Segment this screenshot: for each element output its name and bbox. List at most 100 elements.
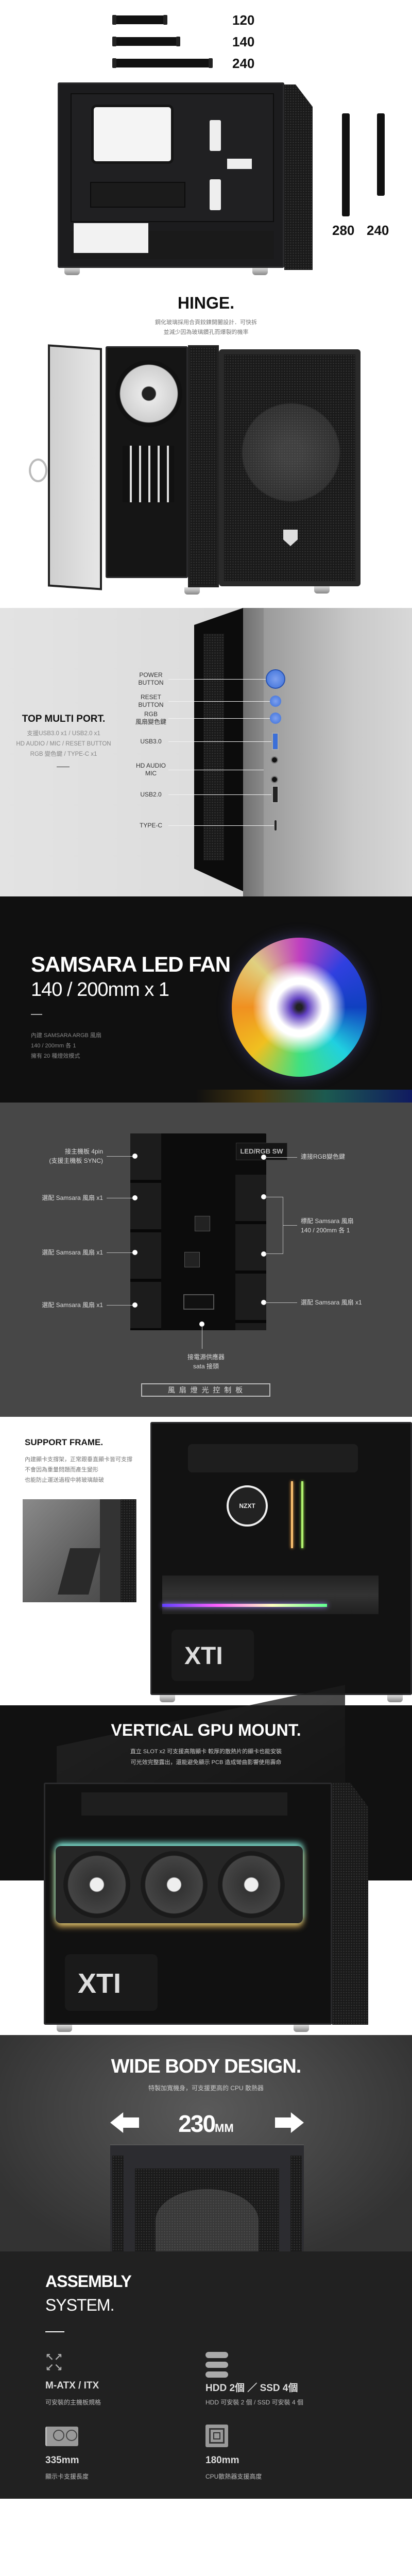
leader-line bbox=[168, 825, 274, 826]
controller-label-optional-fan: 選配 Samsara 風扇 x1 bbox=[42, 1301, 103, 1309]
callout-dot bbox=[132, 1154, 138, 1159]
top-port-title: TOP MULTI PORT. bbox=[22, 714, 106, 724]
spec-label: M-ATX / ITX bbox=[45, 2380, 99, 2391]
front-fan bbox=[234, 396, 348, 509]
brand-shield-logo bbox=[283, 530, 298, 546]
hinge-section: HINGE. 鋼化玻璃採用合頁鉸鍊開闔設計．可快拆 並減少因為玻璃鑽孔而爆裂的機… bbox=[0, 289, 412, 608]
callout-dot bbox=[199, 1321, 204, 1327]
usb2-port bbox=[272, 786, 279, 803]
audio-jack bbox=[271, 756, 278, 764]
callout-dot bbox=[132, 1302, 138, 1308]
vertical-graphics-card bbox=[56, 1846, 303, 1923]
case-foot bbox=[57, 2025, 72, 2032]
reset-button[interactable] bbox=[270, 696, 281, 707]
case-build-image: NZXT XTI bbox=[150, 1422, 412, 1695]
case-front-mesh bbox=[284, 84, 313, 270]
assembly-subtitle: SYSTEM. bbox=[45, 2296, 114, 2314]
callout-dot bbox=[261, 1155, 266, 1160]
aio-pump: NZXT bbox=[227, 1485, 268, 1527]
ram-light bbox=[301, 1481, 303, 1548]
case-foot bbox=[294, 2025, 309, 2032]
hinge-desc-line: 並減少因為玻璃鑽孔而爆裂的機率 bbox=[163, 329, 249, 335]
spec-desc: HDD 可安裝 2 個 / SSD 可安裝 4 個 bbox=[205, 2399, 304, 2406]
leader-line bbox=[283, 1225, 297, 1226]
hinge-title: HINGE. bbox=[177, 294, 235, 312]
controller-label-mb-4pin: 接主機板 4pin(支援主機板 SYNC) bbox=[49, 1148, 103, 1164]
case-top-panel bbox=[264, 608, 412, 896]
callout-dot bbox=[261, 1194, 266, 1199]
top-port-desc-line: HD AUDIO / MIC / RESET BUTTON bbox=[16, 741, 111, 747]
mic-jack bbox=[271, 776, 278, 783]
top-port-desc-line: RGB 變色鍵 / TYPE-C x1 bbox=[30, 751, 97, 757]
glass-door-image bbox=[48, 344, 102, 590]
leader-line bbox=[168, 701, 270, 702]
port-label-usb3: USB3.0 bbox=[140, 738, 162, 745]
radiator-size-label: 120 bbox=[232, 12, 255, 28]
top-port-desc-line: 支援USB3.0 x1 / USB2.0 x1 bbox=[27, 731, 100, 737]
graphics-card-icon bbox=[45, 2427, 78, 2446]
led-fan-section: SAMSARA LED FAN 140 / 200mm x 1 內建 SAMSA… bbox=[0, 896, 412, 1103]
controller-label-rgb-switch: 連接RGB變色鍵 bbox=[301, 1153, 346, 1160]
spec-label: 180mm bbox=[205, 2455, 239, 2466]
graphics-card bbox=[162, 1575, 379, 1614]
rear-fan bbox=[115, 360, 182, 427]
leader-line bbox=[265, 1302, 297, 1303]
case-front-mesh bbox=[332, 1783, 368, 2025]
radiator bbox=[188, 1444, 358, 1472]
power-button[interactable] bbox=[266, 669, 285, 689]
spec-desc: 可安裝的主機板規格 bbox=[45, 2399, 101, 2406]
spec-desc: CPU散熱器支援高度 bbox=[205, 2473, 262, 2480]
radiator-size-label: 280 bbox=[332, 223, 355, 238]
case-foot bbox=[184, 587, 200, 595]
callout-dot bbox=[132, 1250, 138, 1255]
support-frame-section: SUPPORT FRAME. 內建顯卡支撐架，正常跟垂直顯卡皆可支撐不會因為重量… bbox=[0, 1417, 412, 1705]
radiator-140-bar bbox=[112, 37, 180, 46]
divider bbox=[31, 1014, 42, 1015]
spec-desc: 顯示卡支援長度 bbox=[45, 2473, 89, 2480]
radiator-240-bar bbox=[112, 58, 213, 68]
support-frame-title: SUPPORT FRAME. bbox=[25, 1437, 104, 1447]
ram-light bbox=[291, 1481, 293, 1548]
case-side-open-image bbox=[58, 82, 284, 268]
case-foot bbox=[314, 586, 330, 594]
psu-logo: XTI bbox=[171, 1630, 254, 1681]
radiator-240-vertical-bar bbox=[377, 113, 385, 196]
case-foot bbox=[160, 1695, 175, 1702]
top-multi-port-section: TOP MULTI PORT. 支援USB3.0 x1 / USB2.0 x1 … bbox=[0, 608, 412, 896]
radiator bbox=[81, 1792, 287, 1816]
leader-line bbox=[168, 794, 271, 795]
wide-body-width: 230MM bbox=[178, 2110, 234, 2137]
controller-caption-box: 風 扇 燈 光 控 制 板 bbox=[141, 1383, 270, 1397]
fan-controller-section: LED/RGB SW 接主機板 4pin(支援主機板 SYNC) 選配 Sams… bbox=[0, 1103, 412, 1417]
support-frame-closeup-image bbox=[23, 1499, 136, 1602]
radiator-size-label: 240 bbox=[232, 56, 255, 71]
case-foot bbox=[64, 268, 80, 275]
radiator-120-bar bbox=[112, 15, 167, 25]
callout-dot bbox=[132, 1195, 138, 1200]
case-edge bbox=[243, 608, 264, 896]
radiator-support-section: 120 140 240 280 240 bbox=[0, 0, 412, 289]
led-fan-title: SAMSARA LED FAN bbox=[31, 952, 231, 976]
leader-line bbox=[168, 718, 270, 719]
chip bbox=[184, 1252, 200, 1267]
door-handle-ring bbox=[29, 459, 47, 482]
radiator-280-bar bbox=[342, 113, 350, 216]
rgb-button[interactable] bbox=[270, 713, 281, 724]
leader-line bbox=[107, 1156, 135, 1157]
fan-glow-reflection bbox=[196, 1090, 412, 1103]
divider bbox=[45, 2331, 64, 2332]
drive-stack-icon bbox=[205, 2352, 228, 2378]
controller-label-optional-fan: 選配 Samsara 風扇 x1 bbox=[42, 1249, 103, 1256]
vertical-gpu-title: VERTICAL GPU MOUNT. bbox=[111, 1721, 301, 1739]
case-side-mesh bbox=[188, 345, 219, 587]
spec-label: 335mm bbox=[45, 2455, 79, 2466]
typec-port bbox=[274, 820, 277, 831]
chip bbox=[195, 1216, 210, 1231]
case-vertical-gpu-image: XTI bbox=[44, 1783, 332, 2025]
callout-dot bbox=[261, 1300, 266, 1305]
